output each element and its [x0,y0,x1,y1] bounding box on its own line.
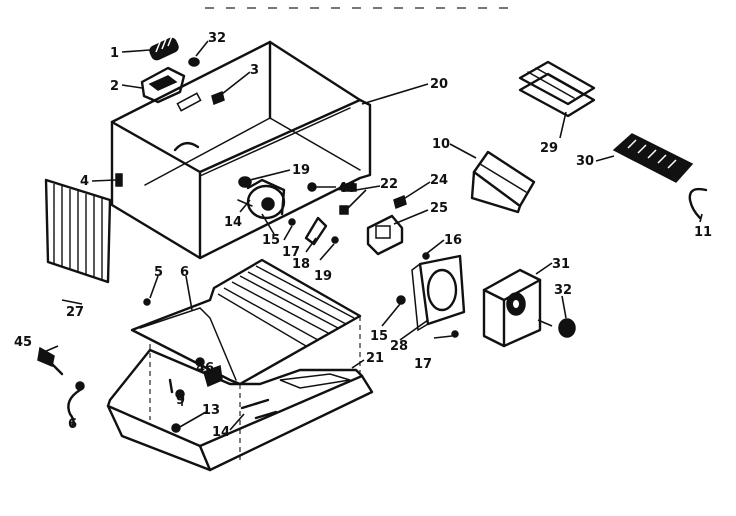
callout-31: 31 [552,257,570,272]
callout-14-lower: 15 [370,329,388,344]
callout-25: 24 [430,173,448,188]
part-30-heater-strip [612,133,694,183]
part-1-ribbed-knob [149,35,179,61]
part-19-nut [331,236,339,244]
part-46-motor-mount [195,357,223,388]
callout-17-lower: 17 [414,357,432,372]
part-15-screw [188,57,200,67]
callout-6-lower: 6 [68,417,77,432]
part-20-fan-hub [238,176,252,188]
part-16-motor [237,178,286,220]
part-6-lower-rod [168,378,174,394]
callout-4: 4 [80,174,89,189]
callout-29: 29 [540,141,558,156]
part-12-screw [171,423,181,433]
part-17-screw-c [451,330,459,338]
part-48-screw [307,182,317,192]
part-9-screw [175,389,185,399]
part-29-rack [518,60,596,118]
callout-28: 28 [390,339,408,354]
cabinet-housing [110,40,372,260]
callout-13: 14 [212,425,230,440]
part-31-control-box [482,268,542,348]
callout-22: 20 [430,77,448,92]
callout-14-upper: 14 [224,215,242,230]
callout-20: 19 [292,163,310,178]
callout-15: 32 [208,31,226,46]
callout-3: 3 [250,63,259,78]
part-2-bracket [140,66,186,104]
part-5-screw [143,298,151,306]
part-3-clip [211,90,225,106]
callout-9: 9 [176,393,185,408]
part-13-clip [240,398,278,420]
leader-lines [43,40,703,431]
callout-24: 22 [380,177,398,192]
part-6-evaporator-panel [130,258,362,386]
callout-10: 10 [432,137,450,152]
callout-17-motor: 17 [282,245,300,260]
part-18-blade [304,216,328,246]
part-21-base-pan [106,316,374,472]
callout-16: 15 [262,233,280,248]
callout-17-right: 16 [444,233,462,248]
part-14-screw-b [396,295,406,305]
callout-21: 21 [366,351,384,366]
callout-6: 6 [180,265,189,280]
callout-1: 1 [110,46,119,61]
callout-32: 32 [554,283,572,298]
part-10-tray [470,150,536,214]
callout-11: 11 [694,225,712,240]
callout-26: 25 [430,201,448,216]
callout-27: 27 [66,305,84,320]
callout-labels: 1 32 2 3 20 4 19 14 15 48 22 24 25 16 17… [14,31,712,440]
callout-5: 5 [154,265,163,280]
part-45-drain-fitting [37,346,64,376]
callout-48: 48 [338,181,356,196]
callout-45: 45 [14,335,32,350]
callout-2: 2 [110,79,119,94]
part-48-bracket [341,183,357,192]
part-11-wire [688,187,708,220]
part-26-damper [366,214,404,256]
part-6-drain-tube [67,381,85,428]
part-4-pin [115,173,123,187]
part-27-grille [44,178,112,284]
part-28-fan-shroud [411,254,466,332]
callout-18: 18 [292,257,310,272]
part-17-screw-a [288,218,296,226]
callout-19: 19 [314,269,332,284]
part-24-clip [339,205,349,215]
callout-12: 13 [202,403,220,418]
callout-30: 30 [576,154,594,169]
callout-46: 46 [196,361,214,376]
part-32-knob [558,318,576,338]
